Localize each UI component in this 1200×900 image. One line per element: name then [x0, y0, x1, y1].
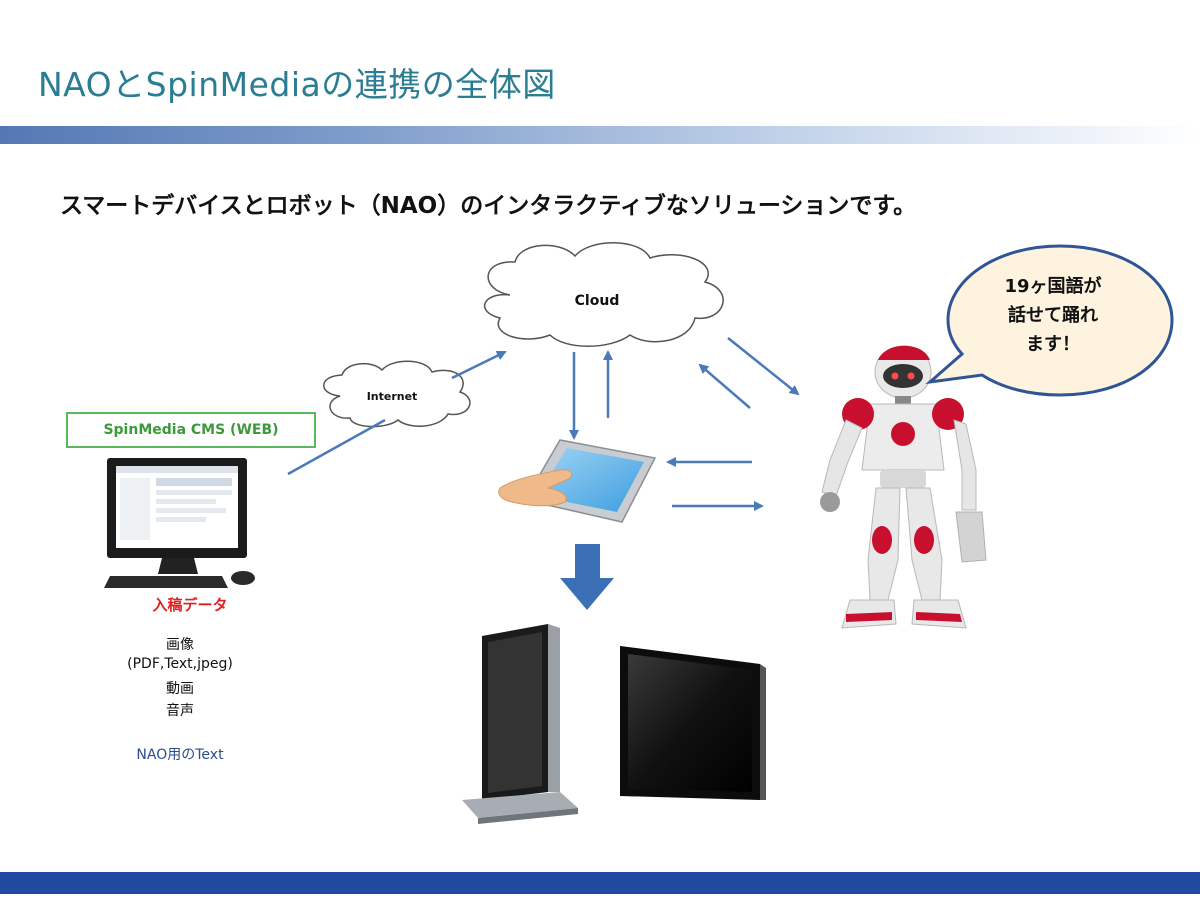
footer-bar	[0, 872, 1200, 894]
speech-line-3: ます！	[1026, 334, 1080, 355]
desktop-computer-icon	[104, 458, 255, 588]
cloud-label: Cloud	[575, 293, 620, 309]
media-item-audio: 音声	[166, 703, 194, 719]
input-data-label: 入稿データ	[152, 596, 228, 614]
arrow-pc-to-internet	[287, 418, 386, 476]
flat-panel-display-icon	[620, 646, 766, 800]
title-underline-bar	[0, 126, 1200, 144]
cloud-icon	[483, 242, 724, 347]
arrow-internet-to-cloud	[451, 350, 507, 380]
kiosk-display-icon	[462, 624, 578, 824]
arrow-robot-to-cloud	[698, 363, 751, 409]
tablet-touch-icon	[498, 439, 657, 523]
speech-bubble-text: 19ヶ国語が 話せて踊れ ます！	[978, 272, 1128, 359]
down-arrow-icon	[560, 544, 614, 610]
media-item-image: 画像	[166, 637, 194, 653]
speech-bubble	[925, 244, 1174, 397]
media-item-video: 動画	[166, 681, 194, 697]
internet-label: Internet	[367, 390, 418, 403]
nao-robot-icon	[820, 345, 987, 629]
arrow-cloud-to-robot	[727, 337, 800, 396]
nao-text-label: NAO用のText	[136, 747, 224, 763]
spinmedia-cms-label-box: SpinMedia CMS (WEB)	[66, 412, 316, 448]
speech-line-2: 話せて踊れ	[1008, 305, 1098, 326]
speech-line-1: 19ヶ国語が	[1004, 276, 1102, 297]
media-item-formats: (PDF,Text,jpeg)	[127, 656, 233, 672]
internet-cloud-icon	[323, 360, 471, 428]
subtitle: スマートデバイスとロボット（NAO）のインタラクティブなソリューションです。	[60, 193, 917, 219]
page-title: NAOとSpinMediaの連携の全体図	[38, 65, 556, 104]
